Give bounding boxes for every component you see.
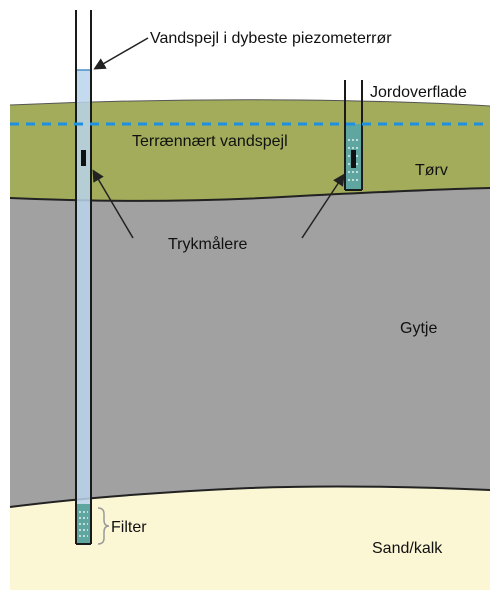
filter-brace bbox=[97, 507, 110, 545]
filter-label: Filter bbox=[111, 519, 147, 536]
peat-label: Tørv bbox=[415, 162, 448, 179]
shallow-piezometer bbox=[344, 80, 363, 191]
ground-surface-label: Jordoverflade bbox=[370, 84, 467, 101]
sand-layer bbox=[10, 486, 490, 590]
deep-water-level-label: Vandspejl i dybeste piezometerrør bbox=[150, 30, 392, 47]
arrow-to-deep-water-level bbox=[93, 37, 149, 70]
pressure-gauges-label: Trykmålere bbox=[168, 235, 248, 253]
deep-piezometer bbox=[75, 10, 92, 545]
gyttja-label: Gytje bbox=[400, 320, 437, 337]
sand-chalk-label: Sand/kalk bbox=[372, 540, 443, 557]
arrow-to-shallow-gauge bbox=[301, 173, 345, 239]
pressure-gauge-icon bbox=[81, 150, 86, 166]
pressure-gauge-icon bbox=[351, 150, 356, 168]
shallow-water-level-label: Terrænnært vandspejl bbox=[132, 133, 288, 150]
deep-pipe-water bbox=[76, 70, 91, 510]
gyttja-layer bbox=[10, 188, 490, 507]
filter-slots bbox=[79, 511, 88, 537]
arrow-to-deep-gauge bbox=[92, 169, 134, 239]
